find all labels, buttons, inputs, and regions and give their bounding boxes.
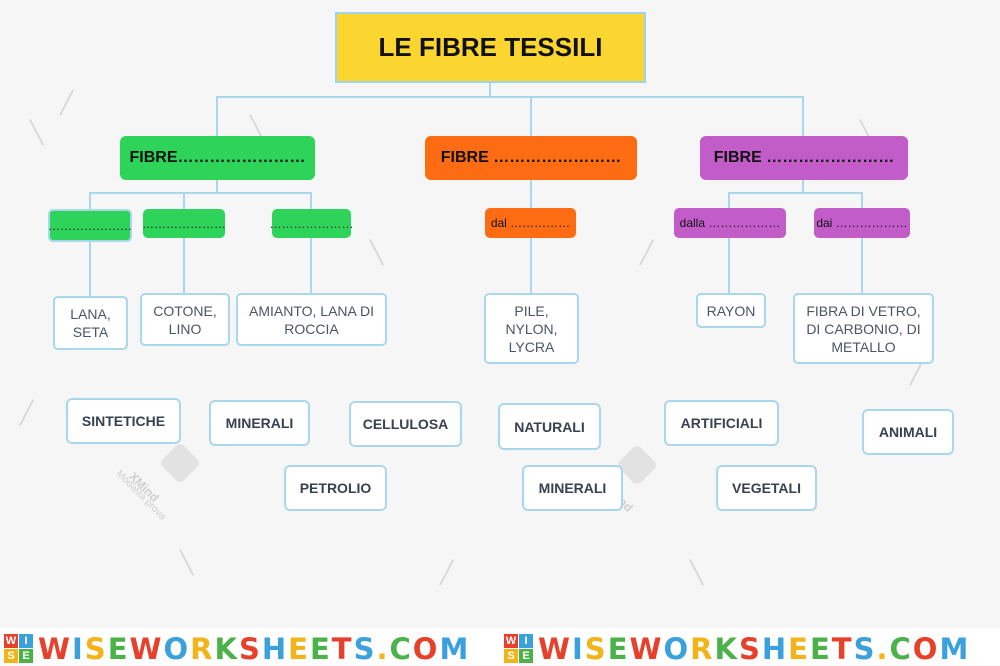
option-vegetali[interactable]: VEGETALI <box>716 465 817 511</box>
footer-logo: W I S E WISEWORKSHEETS.COM <box>4 632 470 666</box>
leaf-amianto: AMIANTO, LANA DI ROCCIA <box>236 293 387 346</box>
blank-purple-1[interactable]: dalla ……………… <box>674 208 786 238</box>
wise-logo-icon: W I S E <box>504 634 534 664</box>
mindmap-canvas: ╲ ╱ ╲ ╲ ╱ ╲ ╱ ╲ ╱ ╲ ╱ XMind Modalità pro… <box>20 12 954 585</box>
category-green: FIBRE…………………… <box>120 136 315 180</box>
connector <box>217 192 312 209</box>
blank-purple-2[interactable]: dai ……………… <box>814 208 910 238</box>
blank-green-2[interactable]: ………………… <box>142 209 226 238</box>
connector <box>728 180 804 208</box>
leaf-rayon: RAYON <box>696 293 766 328</box>
leaf-lana-seta: LANA, SETA <box>53 296 128 350</box>
leaf-cotone-lino: COTONE, LINO <box>140 293 230 346</box>
connector <box>803 192 863 208</box>
footer-brand-text: WISEWORKSHEETS.COM <box>38 632 471 666</box>
leaf-fibra-vetro: FIBRA DI VETRO, DI CARBONIO, DI METALLO <box>793 293 934 364</box>
connector <box>490 96 532 136</box>
connector <box>490 96 804 136</box>
category-orange: FIBRE …………………… <box>425 136 637 180</box>
option-sintetiche[interactable]: SINTETICHE <box>66 398 181 444</box>
option-petrolio[interactable]: PETROLIO <box>284 465 387 511</box>
option-naturali[interactable]: NATURALI <box>498 403 601 450</box>
root-title: LE FIBRE TESSILI <box>335 12 646 83</box>
wise-logo-icon: W I S E <box>4 634 34 664</box>
connector <box>183 192 217 209</box>
blank-green-3[interactable]: ………………… <box>270 209 354 238</box>
option-minerali-2[interactable]: MINERALI <box>522 465 623 511</box>
blank-green-1[interactable]: ………………… <box>48 209 132 242</box>
option-minerali[interactable]: MINERALI <box>209 400 310 446</box>
option-artificiali[interactable]: ARTIFICIALI <box>664 400 779 446</box>
footer-logo: W I S E WISEWORKSHEETS.COM <box>504 632 970 666</box>
category-purple: FIBRE …………………… <box>700 136 908 180</box>
footer-banner <box>0 628 1000 665</box>
footer-brand-text: WISEWORKSHEETS.COM <box>538 632 971 666</box>
option-cellulosa[interactable]: CELLULOSA <box>349 401 462 447</box>
connector <box>89 180 218 209</box>
option-animali[interactable]: ANIMALI <box>862 409 954 455</box>
leaf-pile-nylon: PILE, NYLON, LYCRA <box>484 293 579 364</box>
connector <box>216 83 491 136</box>
connector-lines <box>89 83 863 296</box>
blank-orange[interactable]: dal …………… <box>485 208 576 238</box>
